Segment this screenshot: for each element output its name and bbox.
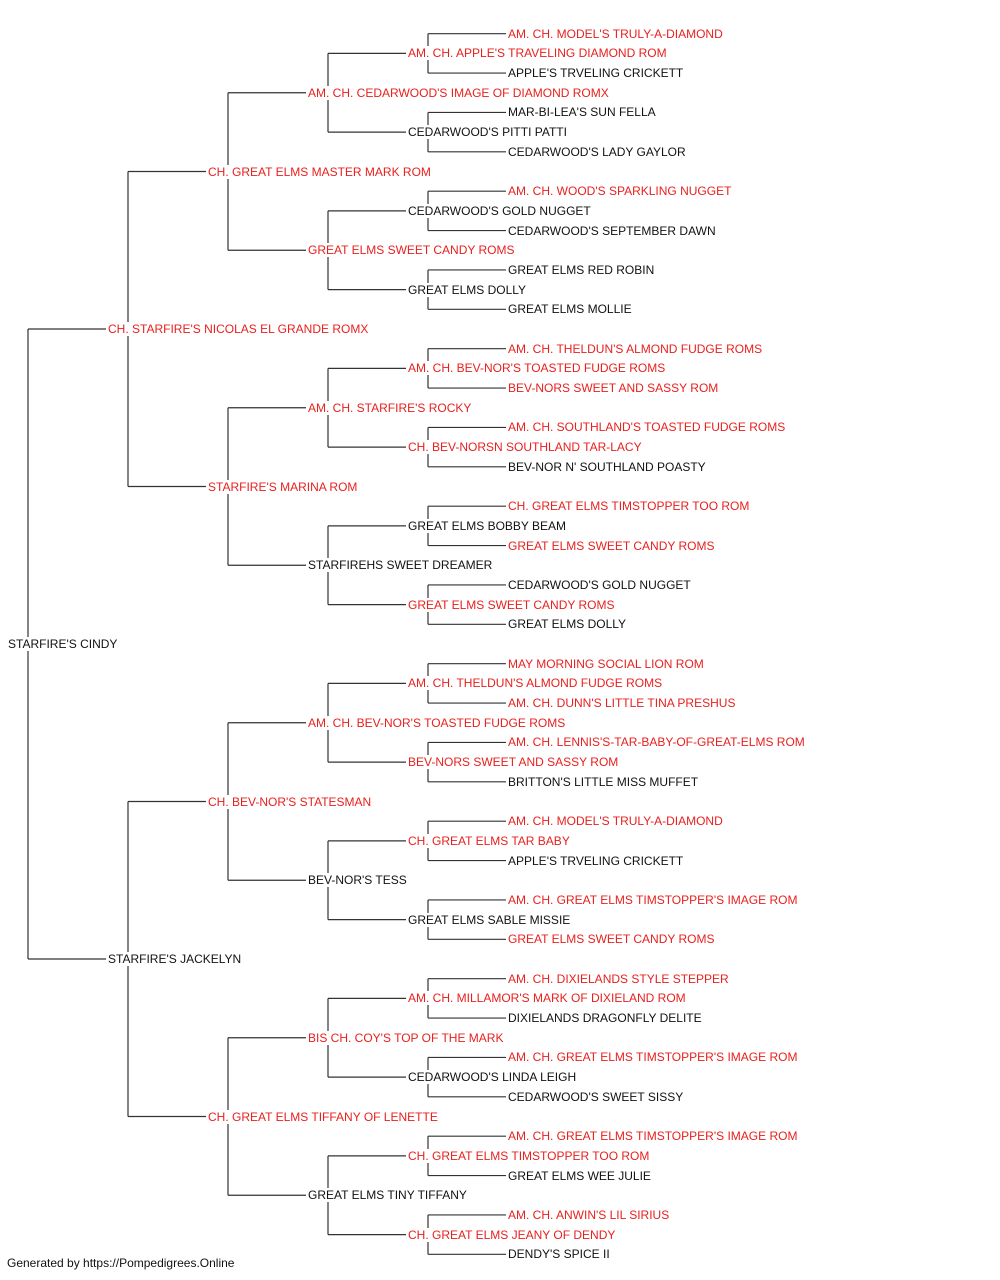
pedigree-node-gen-3: BEV-NOR'S TESS xyxy=(307,873,408,888)
pedigree-node-gen-3: GREAT ELMS SWEET CANDY ROMS xyxy=(307,243,516,258)
pedigree-node-gen-3: AM. CH. CEDARWOOD'S IMAGE OF DIAMOND ROM… xyxy=(307,85,610,100)
pedigree-node-gen-5: AM. CH. ANWIN'S LIL SIRIUS xyxy=(507,1207,671,1222)
pedigree-node-gen-5: DENDY'S SPICE II xyxy=(507,1247,611,1262)
pedigree-node-gen-5: GREAT ELMS SWEET CANDY ROMS xyxy=(507,538,716,553)
pedigree-node-gen-5: AM. CH. WOOD'S SPARKLING NUGGET xyxy=(507,184,733,199)
pedigree-node-gen-5: MAR-BI-LEA'S SUN FELLA xyxy=(507,105,657,120)
pedigree-node-gen-3: BIS CH. COY'S TOP OF THE MARK xyxy=(307,1030,505,1045)
pedigree-node-gen-4: AM. CH. APPLE'S TRAVELING DIAMOND ROM xyxy=(407,46,668,61)
pedigree-node-gen-2: STARFIRE'S MARINA ROM xyxy=(207,479,359,494)
pedigree-node-gen-5: AM. CH. DIXIELANDS STYLE STEPPER xyxy=(507,971,730,986)
pedigree-node-gen-4: BEV-NORS SWEET AND SASSY ROM xyxy=(407,755,620,770)
pedigree-node-gen-5: AM. CH. GREAT ELMS TIMSTOPPER'S IMAGE RO… xyxy=(507,1050,799,1065)
pedigree-node-gen-5: AM. CH. DUNN'S LITTLE TINA PRESHUS xyxy=(507,696,737,711)
pedigree-node-gen-5: DIXIELANDS DRAGONFLY DELITE xyxy=(507,1011,703,1026)
generated-by-footer: Generated by https://Pompedigrees.Online xyxy=(7,1256,235,1270)
pedigree-node-gen-3: AM. CH. STARFIRE'S ROCKY xyxy=(307,400,473,415)
pedigree-node-gen-5: AM. CH. MODEL'S TRULY-A-DIAMOND xyxy=(507,814,724,829)
pedigree-node-gen-5: APPLE'S TRVELING CRICKETT xyxy=(507,853,685,868)
pedigree-node-gen-5: GREAT ELMS SWEET CANDY ROMS xyxy=(507,932,716,947)
pedigree-node-gen-2: CH. GREAT ELMS TIFFANY OF LENETTE xyxy=(207,1109,439,1124)
pedigree-node-gen-5: GREAT ELMS MOLLIE xyxy=(507,302,633,317)
pedigree-node-gen-4: CH. GREAT ELMS TIMSTOPPER TOO ROM xyxy=(407,1148,651,1163)
pedigree-node-gen-5: CEDARWOOD'S LADY GAYLOR xyxy=(507,144,687,159)
pedigree-node-gen-4: GREAT ELMS SWEET CANDY ROMS xyxy=(407,597,616,612)
pedigree-node-gen-4: GREAT ELMS SABLE MISSIE xyxy=(407,912,572,927)
pedigree-node-gen-3: STARFIREHS SWEET DREAMER xyxy=(307,558,494,573)
pedigree-node-gen-0: STARFIRE'S CINDY xyxy=(7,637,119,651)
pedigree-node-gen-5: AM. CH. SOUTHLAND'S TOASTED FUDGE ROMS xyxy=(507,420,787,435)
pedigree-node-gen-4: AM. CH. BEV-NOR'S TOASTED FUDGE ROMS xyxy=(407,361,667,376)
pedigree-node-gen-5: APPLE'S TRVELING CRICKETT xyxy=(507,66,685,81)
pedigree-node-gen-4: CH. BEV-NORSN SOUTHLAND TAR-LACY xyxy=(407,440,643,455)
pedigree-node-gen-5: CEDARWOOD'S GOLD NUGGET xyxy=(507,577,692,592)
pedigree-node-gen-4: CEDARWOOD'S PITTI PATTI xyxy=(407,125,568,140)
pedigree-node-gen-4: GREAT ELMS DOLLY xyxy=(407,282,528,297)
pedigree-node-gen-4: CH. GREAT ELMS JEANY OF DENDY xyxy=(407,1227,617,1242)
pedigree-node-gen-5: GREAT ELMS DOLLY xyxy=(507,617,628,632)
pedigree-node-gen-3: AM. CH. BEV-NOR'S TOASTED FUDGE ROMS xyxy=(307,715,567,730)
pedigree-node-gen-4: AM. CH. MILLAMOR'S MARK OF DIXIELAND ROM xyxy=(407,991,687,1006)
pedigree-node-gen-5: GREAT ELMS RED ROBIN xyxy=(507,262,656,277)
pedigree-node-gen-5: AM. CH. GREAT ELMS TIMSTOPPER'S IMAGE RO… xyxy=(507,1129,799,1144)
pedigree-node-gen-5: CH. GREAT ELMS TIMSTOPPER TOO ROM xyxy=(507,499,751,514)
pedigree-node-gen-4: CH. GREAT ELMS TAR BABY xyxy=(407,833,571,848)
pedigree-node-gen-5: CEDARWOOD'S SEPTEMBER DAWN xyxy=(507,223,717,238)
pedigree-node-gen-5: CEDARWOOD'S SWEET SISSY xyxy=(507,1089,685,1104)
pedigree-node-gen-4: CEDARWOOD'S GOLD NUGGET xyxy=(407,203,592,218)
pedigree-node-gen-5: BRITTON'S LITTLE MISS MUFFET xyxy=(507,774,700,789)
pedigree-node-gen-2: CH. BEV-NOR'S STATESMAN xyxy=(207,794,373,809)
pedigree-node-gen-5: AM. CH. THELDUN'S ALMOND FUDGE ROMS xyxy=(507,341,764,356)
pedigree-node-gen-4: GREAT ELMS BOBBY BEAM xyxy=(407,518,568,533)
pedigree-node-gen-5: AM. CH. MODEL'S TRULY-A-DIAMOND xyxy=(507,26,724,41)
pedigree-node-gen-1: CH. STARFIRE'S NICOLAS EL GRANDE ROMX xyxy=(107,322,370,336)
pedigree-node-gen-4: AM. CH. THELDUN'S ALMOND FUDGE ROMS xyxy=(407,676,664,691)
pedigree-node-gen-1: STARFIRE'S JACKELYN xyxy=(107,952,243,966)
pedigree-node-gen-5: AM. CH. LENNIS'S-TAR-BABY-OF-GREAT-ELMS … xyxy=(507,735,806,750)
pedigree-node-gen-5: BEV-NOR N' SOUTHLAND POASTY xyxy=(507,459,707,474)
pedigree-node-gen-2: CH. GREAT ELMS MASTER MARK ROM xyxy=(207,164,432,179)
pedigree-node-gen-4: CEDARWOOD'S LINDA LEIGH xyxy=(407,1070,578,1085)
pedigree-node-gen-3: GREAT ELMS TINY TIFFANY xyxy=(307,1188,468,1203)
pedigree-node-gen-5: BEV-NORS SWEET AND SASSY ROM xyxy=(507,381,720,396)
pedigree-node-gen-5: MAY MORNING SOCIAL LION ROM xyxy=(507,656,705,671)
pedigree-node-gen-5: GREAT ELMS WEE JULIE xyxy=(507,1168,652,1183)
pedigree-node-gen-5: AM. CH. GREAT ELMS TIMSTOPPER'S IMAGE RO… xyxy=(507,892,799,907)
